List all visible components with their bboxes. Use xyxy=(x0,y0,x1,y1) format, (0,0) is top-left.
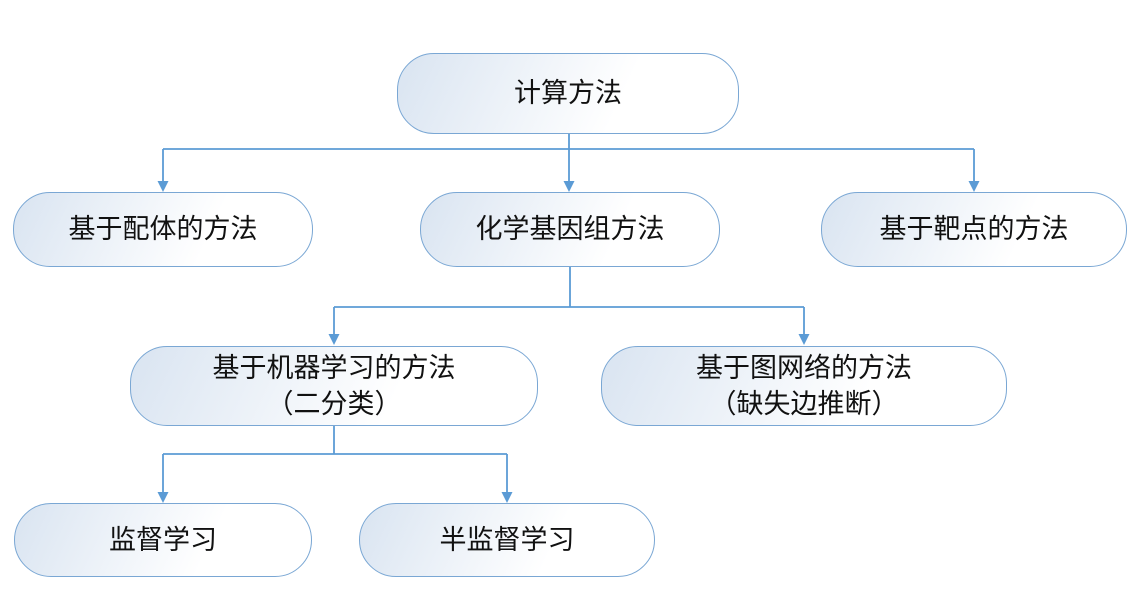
node-sublabel: （二分类） xyxy=(266,389,402,419)
node-label: 基于配体的方法 xyxy=(68,214,258,245)
arrowhead-machine-learning xyxy=(328,334,340,345)
node-chemogenomic-methods: 化学基因组方法 xyxy=(420,192,720,267)
node-label: 化学基因组方法 xyxy=(475,214,665,245)
node-label: 计算方法 xyxy=(514,78,622,109)
node-label: 基于靶点的方法 xyxy=(879,214,1069,245)
arrowhead-supervised xyxy=(157,492,169,503)
arrowhead-semi-supervised xyxy=(501,492,513,503)
node-label: 基于机器学习的方法 xyxy=(212,352,456,383)
arrowhead-ligand xyxy=(157,181,169,192)
node-machine-learning-methods: 基于机器学习的方法 （二分类） xyxy=(130,346,538,426)
node-label: 半监督学习 xyxy=(439,524,575,555)
node-label: 监督学习 xyxy=(109,524,217,555)
arrowhead-graph-network xyxy=(798,334,810,345)
arrowhead-target xyxy=(968,181,980,192)
arrowhead-chemogenomic xyxy=(563,181,575,192)
node-graph-network-methods: 基于图网络的方法 （缺失边推断） xyxy=(601,346,1007,426)
node-target-based-methods: 基于靶点的方法 xyxy=(821,192,1127,267)
node-label: 基于图网络的方法 xyxy=(696,352,912,383)
node-ligand-based-methods: 基于配体的方法 xyxy=(13,192,313,267)
node-supervised-learning: 监督学习 xyxy=(14,503,312,577)
node-computational-methods: 计算方法 xyxy=(397,53,739,134)
node-sublabel: （缺失边推断） xyxy=(709,389,899,419)
node-semi-supervised-learning: 半监督学习 xyxy=(359,503,655,577)
